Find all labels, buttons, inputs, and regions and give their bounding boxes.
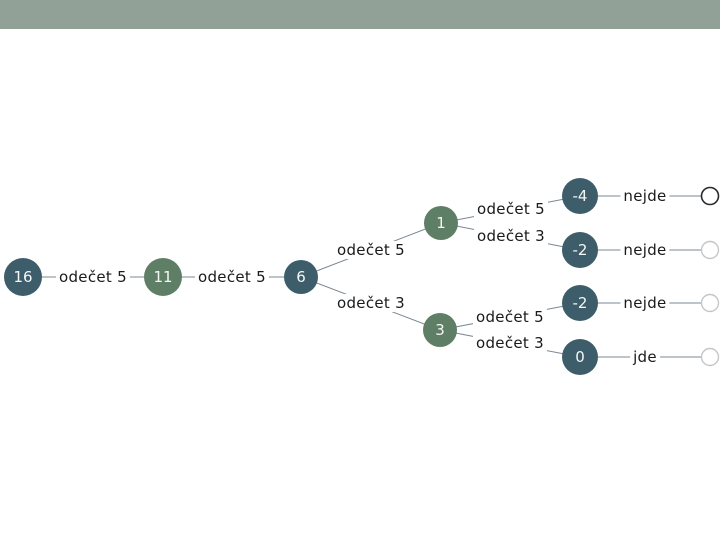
node-label: 11 bbox=[153, 268, 173, 286]
node-label: 16 bbox=[13, 268, 33, 286]
tree-node-3: 3 bbox=[423, 313, 457, 347]
header-bar bbox=[0, 0, 720, 29]
edge-label-16-11: odečet 5 bbox=[56, 268, 130, 286]
edge-label-11-6: odečet 5 bbox=[195, 268, 269, 286]
tree-node-0: 0 bbox=[562, 339, 598, 375]
edge-label-1-neg4: odečet 5 bbox=[474, 200, 548, 218]
terminal-circle-3 bbox=[700, 293, 720, 313]
node-label: 6 bbox=[296, 268, 306, 286]
edge-label-3-neg2: odečet 5 bbox=[473, 308, 547, 326]
outcome-label-nejde-3: nejde bbox=[620, 294, 670, 312]
edge-label-6-3: odečet 3 bbox=[334, 294, 408, 312]
outcome-label-nejde-2: nejde bbox=[620, 241, 670, 259]
terminal-circle-4 bbox=[700, 347, 720, 367]
terminal-circle-2 bbox=[700, 240, 720, 260]
outcome-label-nejde-1: nejde bbox=[620, 187, 670, 205]
node-label: -2 bbox=[572, 294, 588, 312]
tree-node-11: 11 bbox=[144, 258, 182, 296]
tree-node-6: 6 bbox=[284, 260, 318, 294]
node-label: 0 bbox=[575, 348, 585, 366]
tree-node-16: 16 bbox=[4, 258, 42, 296]
node-label: 3 bbox=[435, 321, 445, 339]
edge-label-3-0: odečet 3 bbox=[473, 334, 547, 352]
edge-label-1-neg2: odečet 3 bbox=[474, 227, 548, 245]
node-label: -2 bbox=[572, 241, 588, 259]
edge-label-6-1: odečet 5 bbox=[334, 241, 408, 259]
tree-node-neg2-a: -2 bbox=[562, 232, 598, 268]
tree-node-1: 1 bbox=[424, 206, 458, 240]
outcome-label-jde: jde bbox=[630, 348, 660, 366]
tree-node-neg2-b: -2 bbox=[562, 285, 598, 321]
tree-node-neg4: -4 bbox=[562, 178, 598, 214]
terminal-circle-1 bbox=[700, 186, 720, 206]
node-label: -4 bbox=[572, 187, 588, 205]
node-label: 1 bbox=[436, 214, 446, 232]
